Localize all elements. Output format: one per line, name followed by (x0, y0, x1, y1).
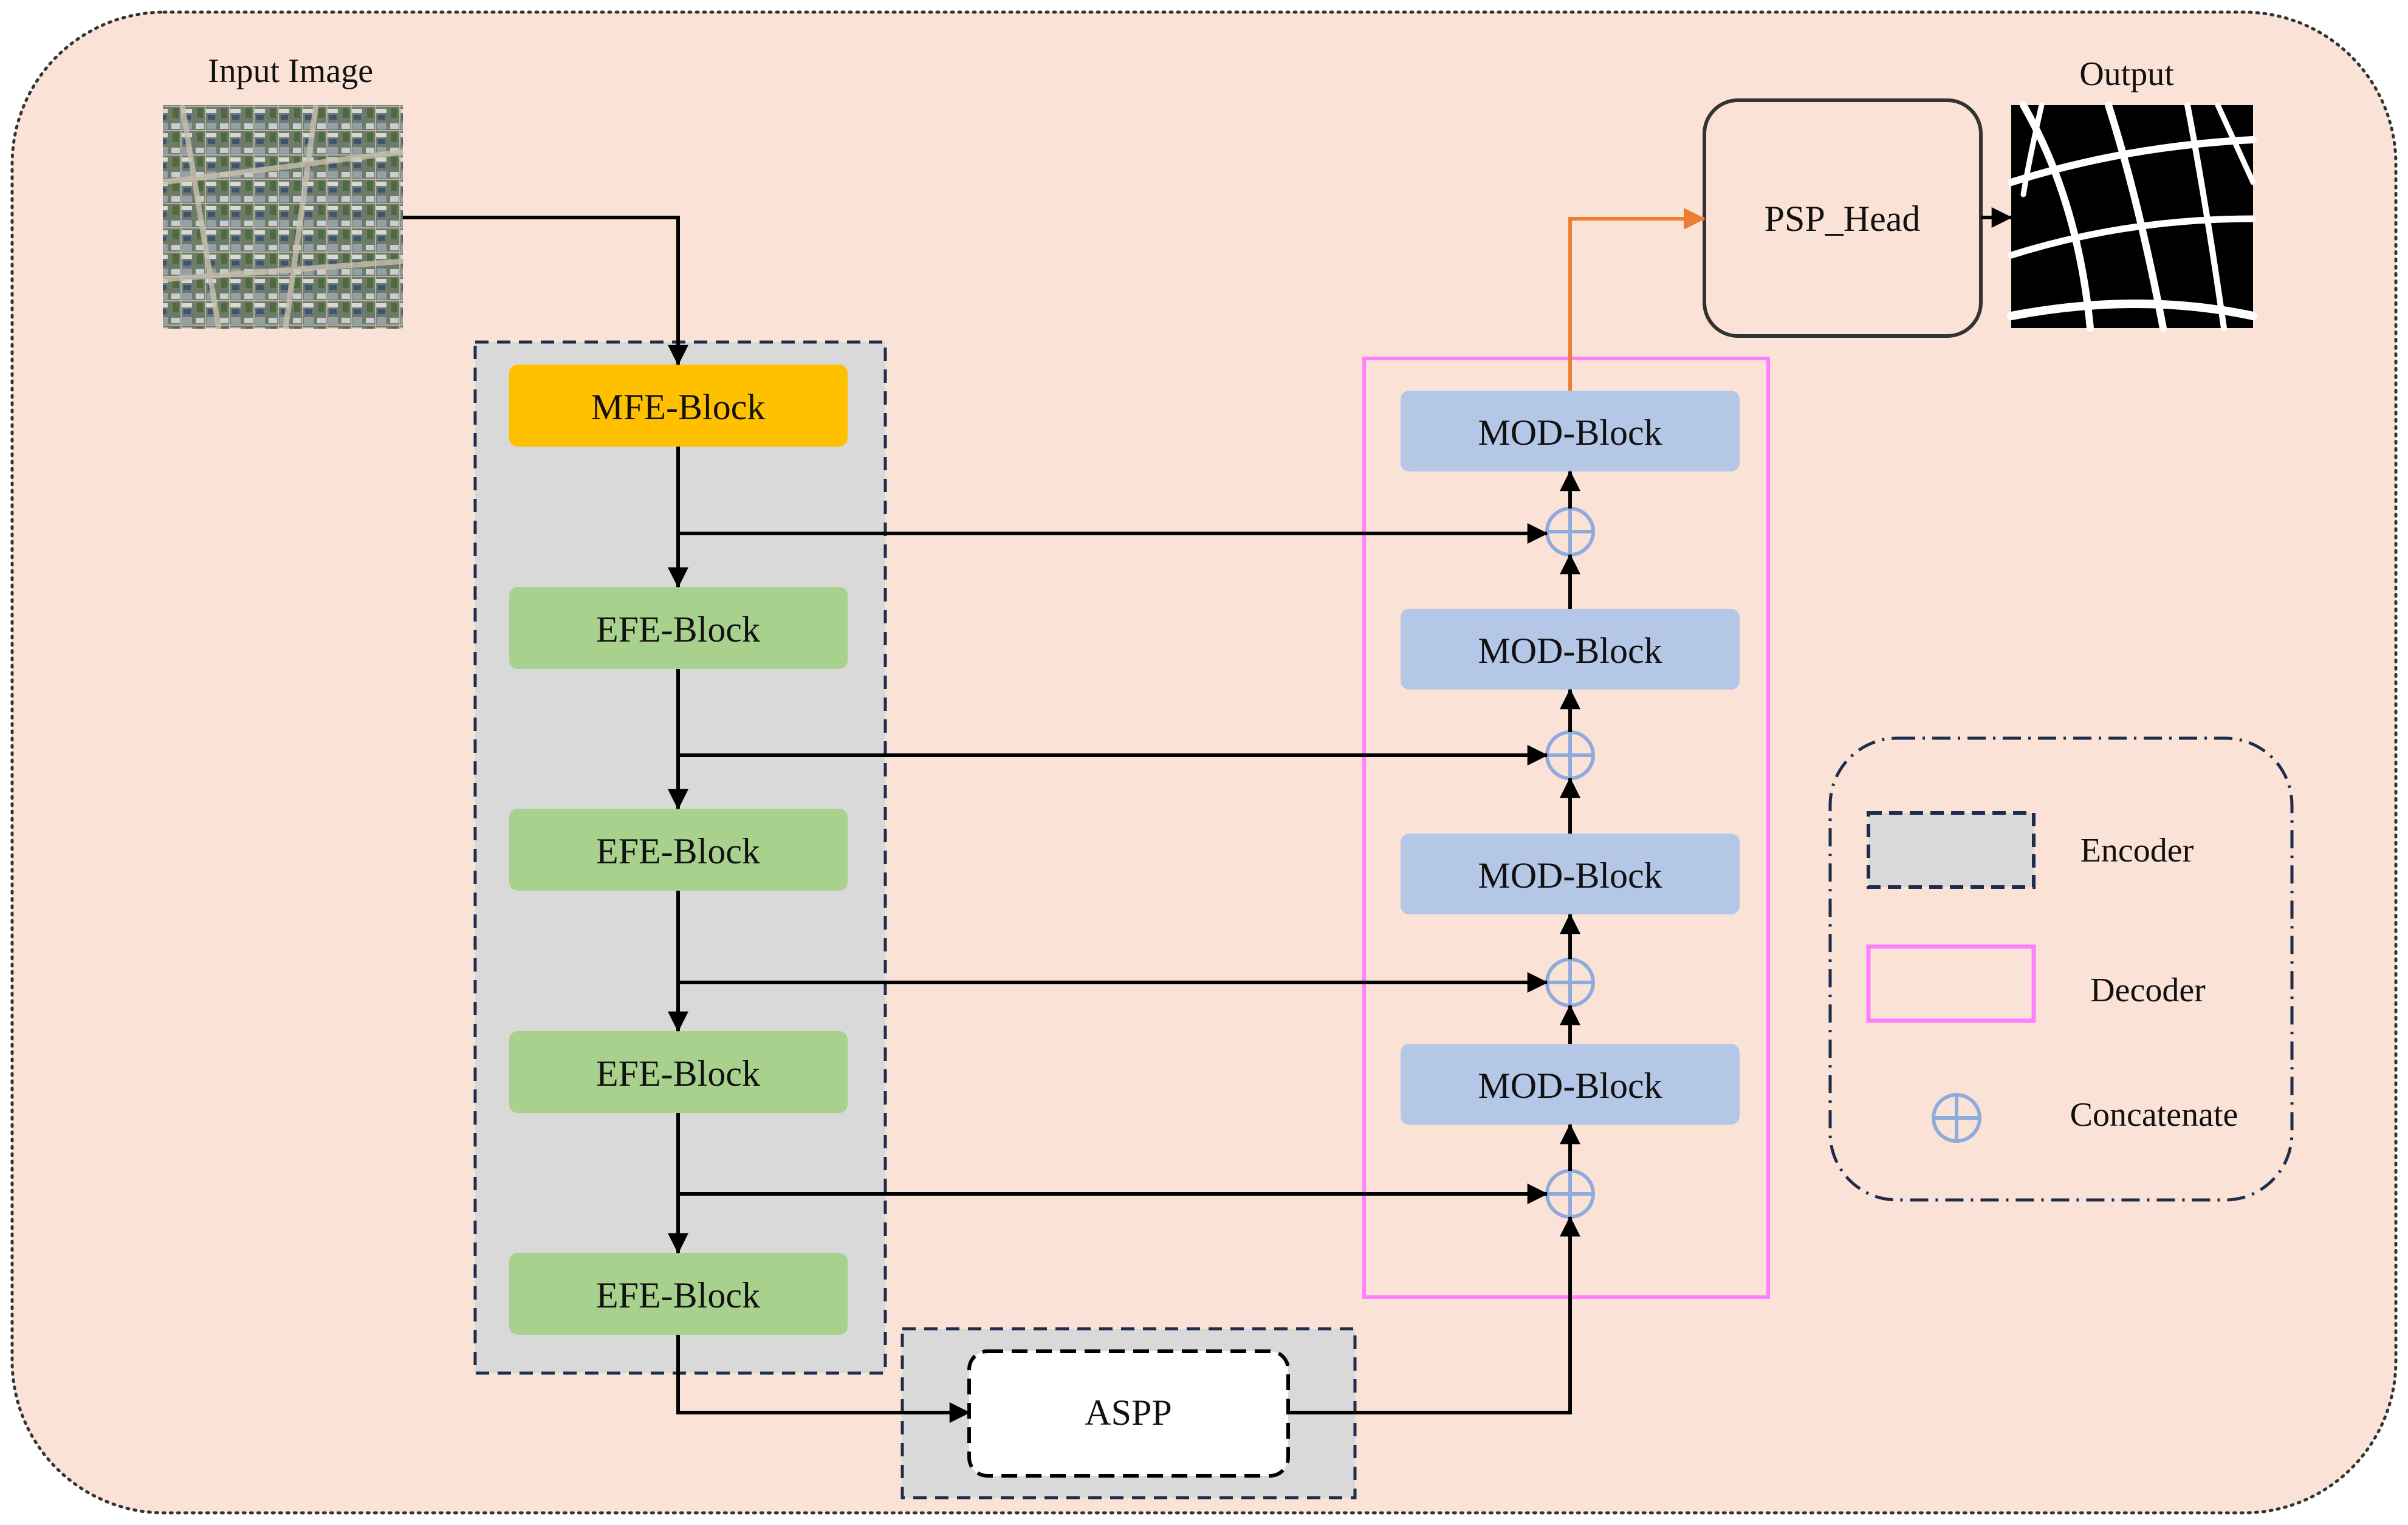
legend-concat-symbol (1932, 1093, 1981, 1143)
output-mask (2007, 101, 2257, 332)
decoder-block-3: MOD-Block (1401, 834, 1740, 914)
encoder-block-efe-3: EFE-Block (509, 1031, 848, 1113)
encoder-block-label: EFE-Block (596, 1054, 760, 1094)
decoder-block-2: MOD-Block (1401, 609, 1740, 690)
decoder-block-label: MOD-Block (1478, 1066, 1662, 1106)
encoder-block-efe-1: EFE-Block (509, 587, 848, 669)
encoder-block-efe-2: EFE-Block (509, 809, 848, 891)
connection-arrows (403, 207, 2012, 1423)
encoder-block-label: MFE-Block (591, 387, 766, 427)
decoder-block-4: MOD-Block (1401, 1044, 1740, 1125)
input-image-label: Input Image (208, 52, 373, 90)
output-label: Output (2079, 55, 2174, 93)
legend-decoder-label: Decoder (2090, 972, 2206, 1009)
decoder-block-label: MOD-Block (1478, 855, 1662, 896)
concat-symbol (1545, 958, 1595, 1007)
decoder-block-1: MOD-Block (1401, 391, 1740, 471)
decoder-to-head-arrow (1568, 208, 1706, 391)
legend-encoder-swatch (1867, 811, 2036, 889)
concat-symbol (1545, 1169, 1595, 1219)
legend: Encoder Decoder Concatenate (1828, 736, 2294, 1202)
decoder-block-label: MOD-Block (1478, 631, 1662, 671)
encoder-block-efe-4: EFE-Block (509, 1253, 848, 1335)
encoder-block-mfe: MFE-Block (509, 365, 848, 447)
legend-concatenate-label: Concatenate (2070, 1096, 2238, 1134)
input-image (162, 105, 403, 329)
encoder-block-label: EFE-Block (596, 831, 760, 871)
concat-symbol (1545, 730, 1595, 780)
decoder-group (1362, 357, 1770, 1299)
legend-encoder-label: Encoder (2080, 832, 2194, 869)
encoder-block-label: EFE-Block (596, 609, 760, 649)
legend-decoder-swatch (1866, 944, 2036, 1023)
psp-head-label: PSP_Head (1765, 199, 1921, 239)
encoder-block-label: EFE-Block (596, 1275, 760, 1315)
aspp-label: ASPP (1085, 1393, 1171, 1433)
concat-symbol (1545, 507, 1595, 557)
decoder-block-label: MOD-Block (1478, 413, 1662, 453)
legend-frame (1828, 736, 2294, 1202)
